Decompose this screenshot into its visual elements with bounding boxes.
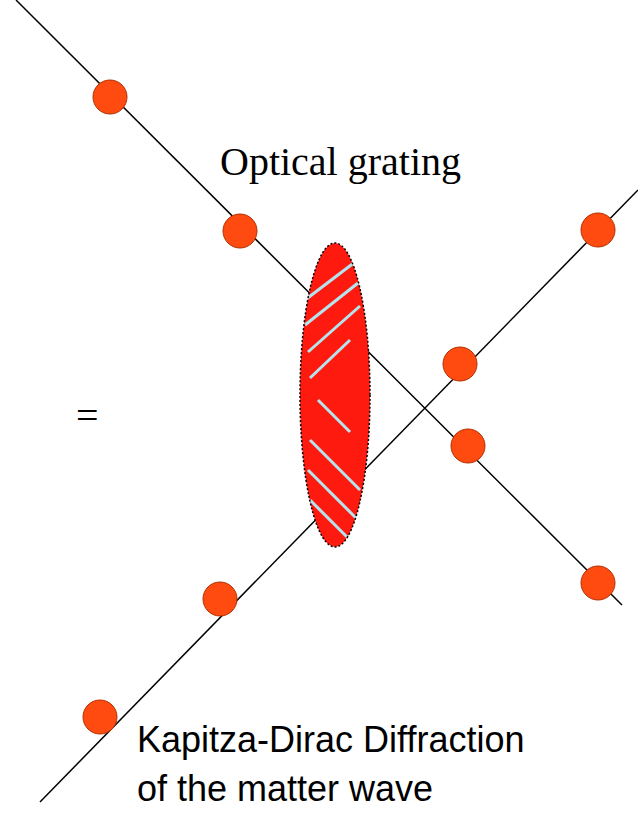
caption: Kapitza-Dirac Diffraction of the matter …: [137, 716, 547, 813]
particle-dots: [83, 80, 615, 734]
particle-line: [40, 190, 638, 802]
optical-grating-ellipse: [300, 243, 370, 547]
grating-label: Optical grating: [220, 138, 461, 186]
particle-line: [16, 0, 622, 605]
equals-sign: =: [76, 392, 99, 440]
